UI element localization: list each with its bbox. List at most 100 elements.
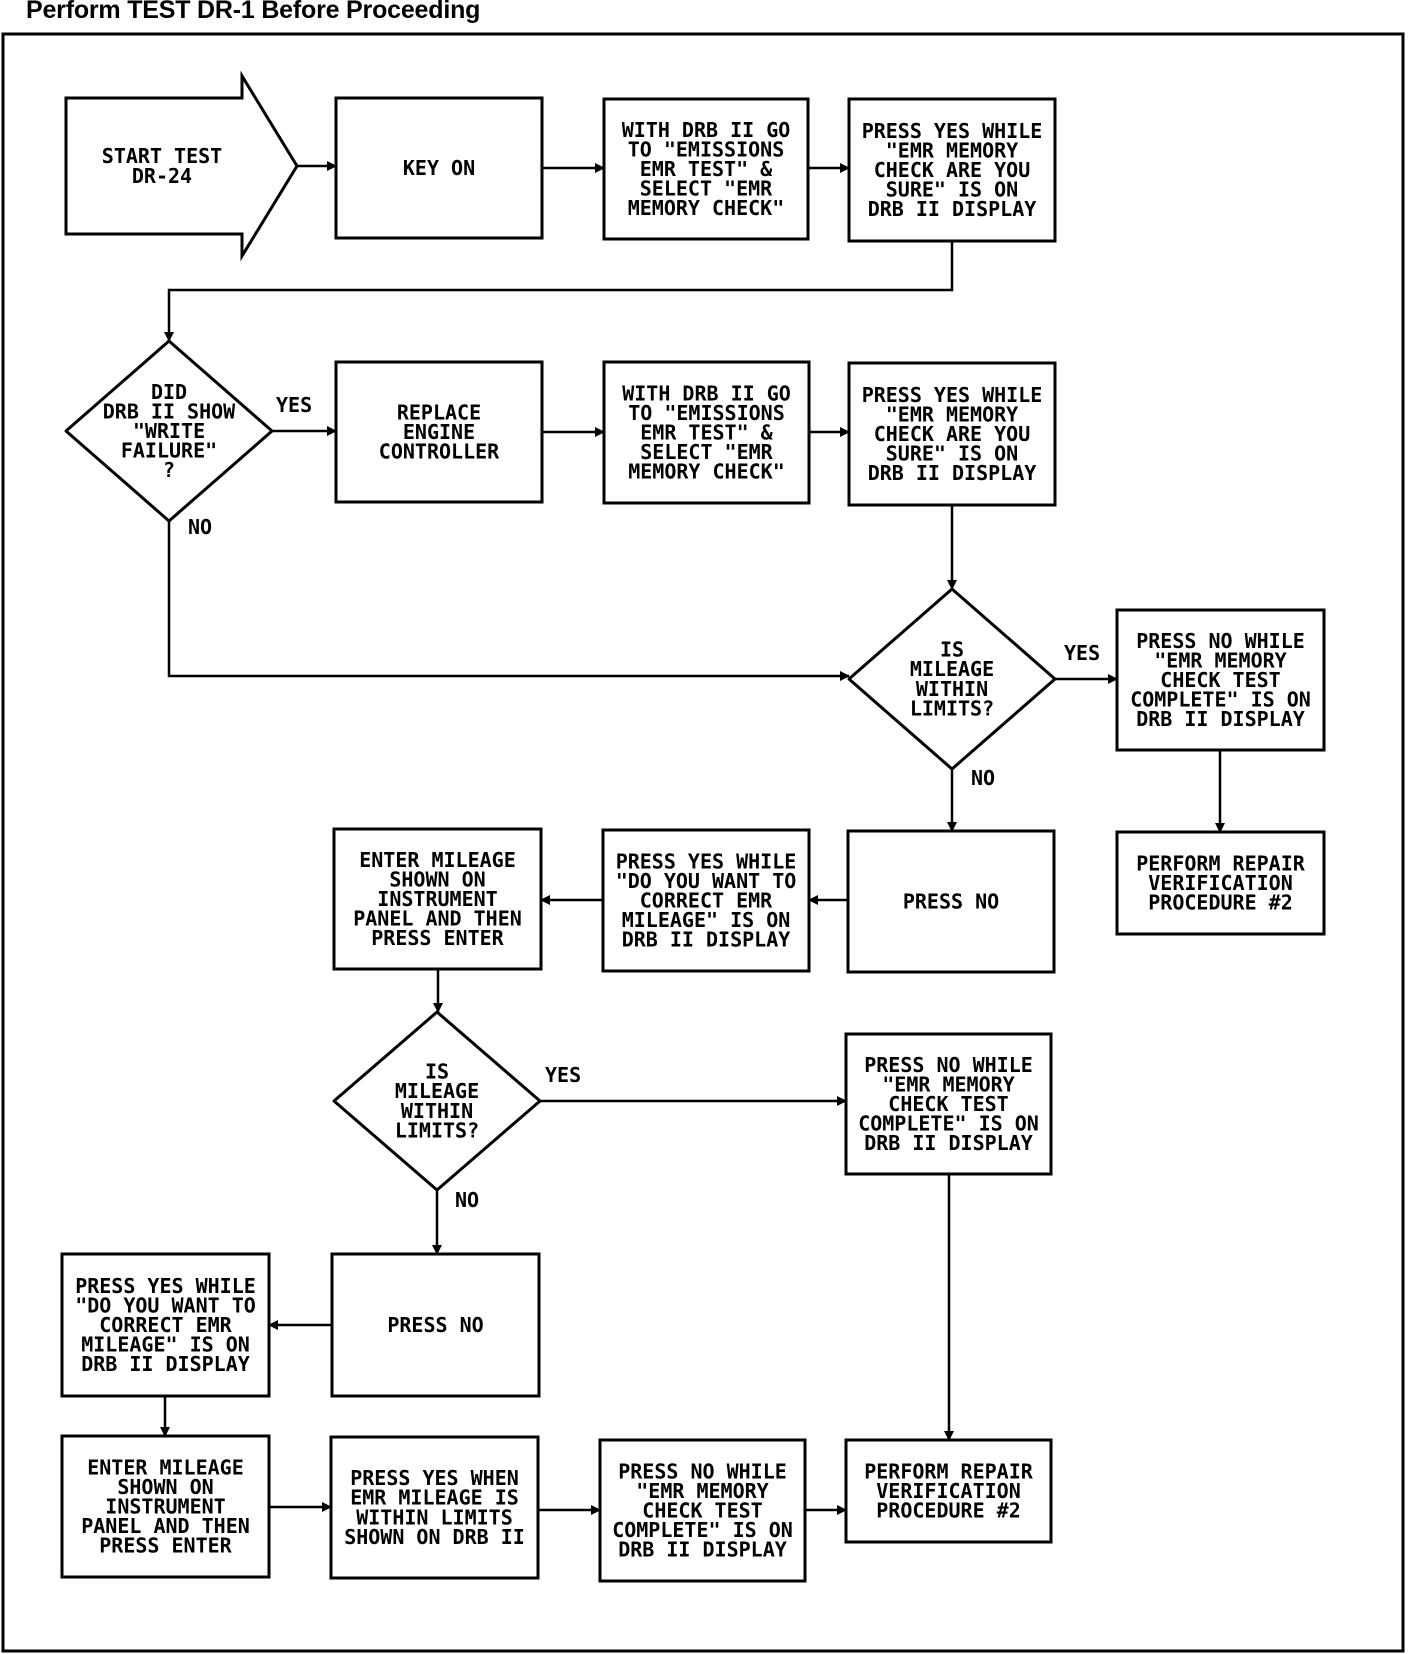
node-text-line: COMPLETE" IS ON	[858, 1112, 1039, 1136]
node-text-line: ENTER MILEAGE	[87, 1455, 244, 1479]
node-text-line: MEMORY CHECK"	[628, 196, 785, 220]
edge-label-yes: YES	[1064, 641, 1100, 665]
node-text-line: PROCEDURE #2	[876, 1499, 1021, 1523]
node-text-line: "EMR MEMORY	[1154, 648, 1286, 672]
node-text-line: PRESS ENTER	[371, 926, 504, 950]
node-text-line: INSTRUMENT	[105, 1495, 225, 1519]
node-text-line: "WRITE	[133, 419, 205, 443]
node-text-line: SELECT "EMR	[640, 440, 773, 464]
node-text-line: CHECK TEST	[642, 1499, 762, 1523]
node-text-line: ?	[163, 458, 175, 482]
node-text-line: PROCEDURE #2	[1148, 891, 1293, 915]
process-box	[334, 96, 544, 240]
edge-mileage_2-to-press_no_2: NO	[432, 1188, 479, 1255]
node-text-line: SURE" IS ON	[886, 178, 1018, 202]
node-text-line: "EMR MEMORY	[886, 138, 1018, 162]
node-text-line: VERIFICATION	[1148, 871, 1293, 895]
process-box	[847, 361, 1057, 507]
node-text-line: EMR TEST" &	[640, 157, 773, 181]
page-title: Perform TEST DR-1 Before Proceeding	[26, 0, 481, 24]
process-box	[60, 1434, 271, 1579]
node-text-line: TO "EMISSIONS	[628, 137, 785, 161]
node-text-line: "DO YOU WANT TO	[616, 869, 797, 893]
process-box	[844, 1438, 1053, 1544]
process-box	[329, 1435, 540, 1580]
node-text-line: DRB II DISPLAY	[81, 1352, 250, 1376]
node-text-line: START TEST	[102, 144, 222, 168]
node-text-line: ENTER MILEAGE	[359, 848, 516, 872]
node-text-line: "EMR MEMORY	[636, 1479, 768, 1503]
node-text-line: DRB II DISPLAY	[868, 461, 1037, 485]
node-text-line: CONTROLLER	[379, 440, 500, 464]
node-text-line: "EMR MEMORY	[882, 1072, 1014, 1096]
edge-label-yes: YES	[545, 1063, 581, 1087]
node-text-line: COMPLETE" IS ON	[612, 1518, 793, 1542]
node-text-line: MILEAGE	[910, 657, 994, 681]
node-text-line: PRESS YES WHILE	[862, 119, 1043, 143]
edge-press_yes_sure_1-to-write_failure	[164, 241, 954, 342]
node-text-line: IS	[940, 638, 964, 662]
node-text-line: DR-24	[132, 164, 192, 188]
node-text-line: WITHIN LIMITS	[356, 1505, 513, 1529]
node-text-line: MILEAGE" IS ON	[622, 908, 791, 932]
edge-label-no: NO	[455, 1188, 479, 1212]
node-text-line: CHECK TEST	[888, 1092, 1008, 1116]
node-text-line: IS	[425, 1060, 449, 1084]
node-text-line: PRESS NO WHILE	[864, 1053, 1033, 1077]
node-text-line: DRB II SHOW	[103, 399, 236, 423]
node-press-no-1: PRESS NO	[846, 829, 1056, 974]
node-text-line: PRESS NO	[903, 890, 999, 914]
process-box	[844, 1032, 1053, 1176]
node-text-line: CHECK ARE YOU	[874, 422, 1031, 446]
process-box	[601, 828, 811, 973]
process-box	[330, 1252, 541, 1398]
node-text-line: "EMR MEMORY	[886, 402, 1018, 426]
edge-write_failure-to-replace_controller: YES	[272, 393, 337, 436]
node-text-line: TO "EMISSIONS	[628, 401, 785, 425]
node-text-line: DRB II DISPLAY	[868, 197, 1037, 221]
edge-line	[164, 241, 954, 342]
node-text-line: SELECT "EMR	[640, 177, 773, 201]
node-text-line: SHOWN ON	[117, 1475, 213, 1499]
decision-diamond	[64, 339, 274, 523]
node-text-line: INSTRUMENT	[377, 887, 497, 911]
node-text-line: PRESS NO	[387, 1313, 483, 1337]
process-box	[1115, 608, 1326, 752]
node-text-line: CHECK TEST	[1160, 668, 1280, 692]
node-text-line: PERFORM REPAIR	[1136, 851, 1306, 875]
node-text-line: WITH DRB II GO	[622, 381, 791, 405]
node-text-line: SHOWN ON DRB II	[344, 1525, 525, 1549]
edge-label-yes: YES	[276, 393, 312, 417]
node-text-line: PRESS YES WHILE	[862, 383, 1043, 407]
node-text-line: FAILURE"	[121, 439, 217, 463]
node-text-line: SURE" IS ON	[886, 442, 1018, 466]
process-box	[602, 97, 810, 241]
node-text-line: CORRECT EMR	[640, 889, 773, 913]
node-text-line: PRESS YES WHILE	[616, 849, 797, 873]
edge-mileage_1-to-press_no_1: NO	[947, 766, 995, 832]
node-text-line: EMR TEST" &	[640, 421, 773, 445]
node-text-line: WITHIN	[401, 1099, 473, 1123]
node-text-line: DRB II DISPLAY	[618, 1538, 787, 1562]
node-text-line: KEY ON	[403, 156, 475, 180]
node-text-line: VERIFICATION	[876, 1479, 1021, 1503]
edge-label-no: NO	[971, 766, 995, 790]
edge-label-no: NO	[188, 515, 212, 539]
node-text-line: PRESS NO WHILE	[1136, 629, 1305, 653]
node-text-line: CHECK ARE YOU	[874, 158, 1031, 182]
